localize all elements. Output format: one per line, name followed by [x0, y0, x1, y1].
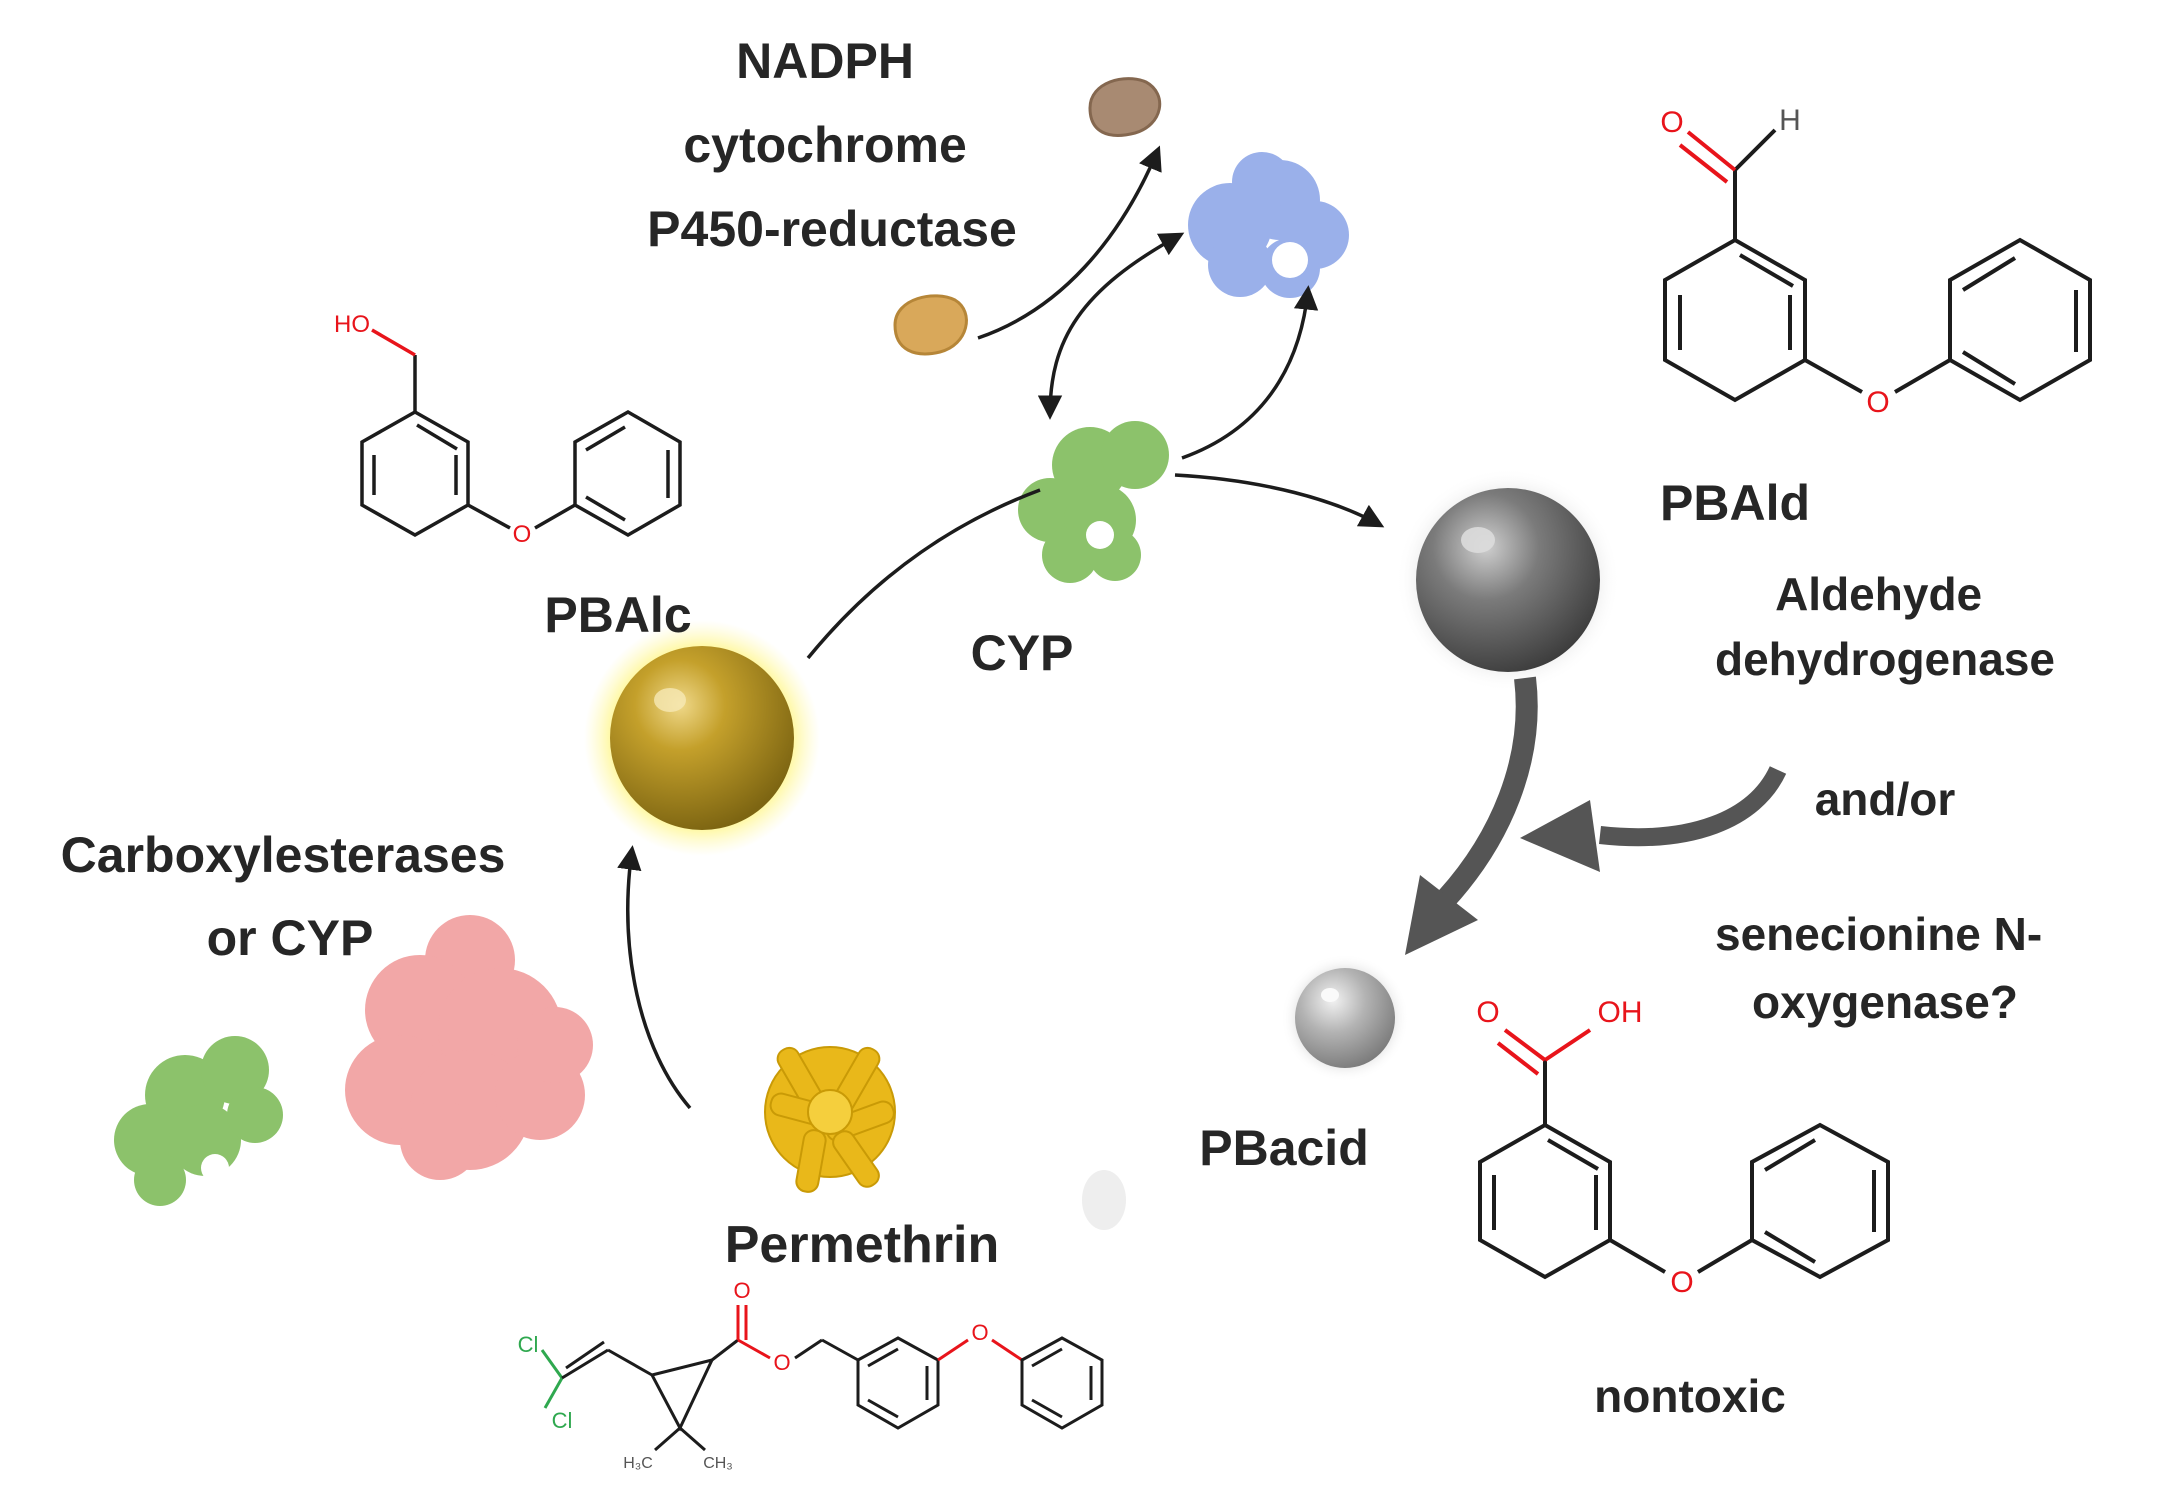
permethrin-atom-o3: O	[971, 1320, 988, 1345]
senecionine-label-line-2: oxygenase?	[1752, 976, 2018, 1028]
pbalc-molecule	[360, 328, 682, 538]
pbald-atom-o: O	[1660, 106, 1683, 139]
nadph-label-line-1: NADPH	[736, 33, 914, 89]
cyp-to-reductase-arrow	[1181, 285, 1319, 460]
nadph-label-line-2: cytochrome	[683, 117, 966, 173]
cyp-protein	[1018, 421, 1169, 583]
permethrin-atom-ch3a: H₃C	[623, 1455, 653, 1472]
pbacid-sphere	[1281, 954, 1409, 1082]
pbacid-molecule	[1478, 1028, 1890, 1280]
nontoxic-label: nontoxic	[1594, 1370, 1786, 1422]
permethrin-label: Permethrin	[725, 1216, 1000, 1274]
pbald-label: PBAld	[1660, 475, 1810, 531]
aldh-label: Aldehyde dehydrogenase	[1715, 568, 2055, 685]
senecionine-label-line-1: senecionine N-	[1715, 908, 2042, 960]
permethrin-atom-o2: O	[773, 1350, 790, 1375]
pbald-to-pbacid-arrow	[1405, 676, 1787, 955]
pbalc-label: PBAlc	[544, 587, 691, 643]
aldh-label-line-1: Aldehyde	[1775, 568, 1982, 620]
pbalc-to-cyp-arrow	[806, 488, 1041, 660]
permethrin-crystal	[764, 1046, 896, 1193]
carboxylesterases-label-line-2: or CYP	[207, 910, 374, 966]
permethrin-to-pbalc-arrow	[617, 845, 692, 1110]
cyp-label: CYP	[971, 625, 1074, 681]
andor-label: and/or	[1815, 773, 1956, 825]
nadph-label: NADPH cytochrome P450-reductase	[647, 33, 1017, 257]
pbalc-sphere	[584, 620, 820, 856]
pbalc-atom-ho: HO	[334, 311, 370, 338]
pbald-atom-ring-o: O	[1866, 386, 1889, 419]
carboxylesterases-label-line-1: Carboxylesterases	[61, 827, 506, 883]
pbacid-label: PBacid	[1199, 1120, 1369, 1176]
permethrin-atom-cl1: Cl	[518, 1332, 539, 1357]
pbald-atom-h: H	[1779, 104, 1801, 137]
faint-blob	[1082, 1170, 1126, 1230]
carboxylesterases-label: Carboxylesterases or CYP	[61, 827, 520, 966]
pbald-sphere	[1396, 468, 1620, 692]
esterase-protein	[345, 915, 593, 1180]
pathway-arrows	[617, 145, 1385, 1110]
permethrin-atom-cl2: Cl	[552, 1408, 573, 1433]
reductase-cyp-arrow	[1037, 232, 1185, 420]
nadph-bean	[893, 294, 968, 356]
cyp-protein-left	[114, 1036, 283, 1206]
reductase-protein	[1188, 152, 1349, 298]
permethrin-atom-o1: O	[733, 1278, 750, 1303]
pbacid-atom-oh: OH	[1598, 996, 1643, 1029]
nadph-label-line-3: P450-reductase	[647, 201, 1017, 257]
senecionine-label: senecionine N- oxygenase?	[1715, 908, 2055, 1028]
pbacid-atom-ring-o: O	[1670, 1266, 1693, 1299]
permethrin-atom-ch3b: CH₃	[703, 1455, 733, 1472]
pbalc-atom-o: O	[513, 521, 532, 548]
pbald-molecule	[1663, 128, 2092, 403]
aldh-label-line-2: dehydrogenase	[1715, 633, 2055, 685]
cyp-to-pbald-arrow	[1174, 473, 1385, 528]
nadp-bean	[1088, 77, 1162, 137]
pbacid-atom-o: O	[1476, 996, 1499, 1029]
permethrin-molecule	[540, 1305, 1104, 1452]
